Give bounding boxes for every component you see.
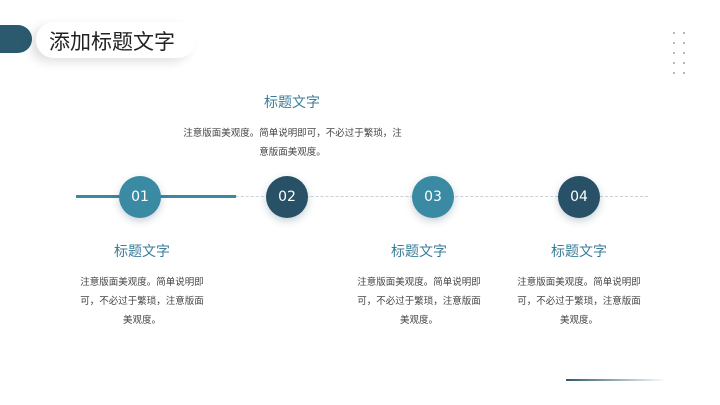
page-title: 添加标题文字 <box>49 30 175 54</box>
step-2-node: 02 <box>266 176 308 218</box>
step-1-node: 01 <box>119 176 161 218</box>
step-2-description: 注意版面美观度。简单说明即可，不必过于繁琐，注 意版面美观度。 <box>183 128 402 158</box>
decorative-bottom-bar <box>566 379 666 381</box>
step-3-description: 注意版面美观度。简单说明即 可，不必过于繁琐，注意版面 美观度。 <box>357 277 481 326</box>
title-pill-background <box>36 22 196 58</box>
step-1-description: 注意版面美观度。简单说明即 可，不必过于繁琐，注意版面 美观度。 <box>80 277 204 326</box>
step-2-heading: 标题文字 <box>264 95 320 111</box>
step-3-node: 03 <box>412 176 454 218</box>
step-1-heading: 标题文字 <box>114 244 170 260</box>
step-3-heading: 标题文字 <box>391 244 447 260</box>
step-4-heading: 标题文字 <box>551 244 607 260</box>
timeline-dashed-line <box>76 196 648 197</box>
step-4-node: 04 <box>558 176 600 218</box>
step-4-description: 注意版面美观度。简单说明即 可，不必过于繁琐，注意版面 美观度。 <box>517 277 641 326</box>
title-accent-tab <box>0 25 32 53</box>
decorative-dot-grid <box>673 32 687 76</box>
